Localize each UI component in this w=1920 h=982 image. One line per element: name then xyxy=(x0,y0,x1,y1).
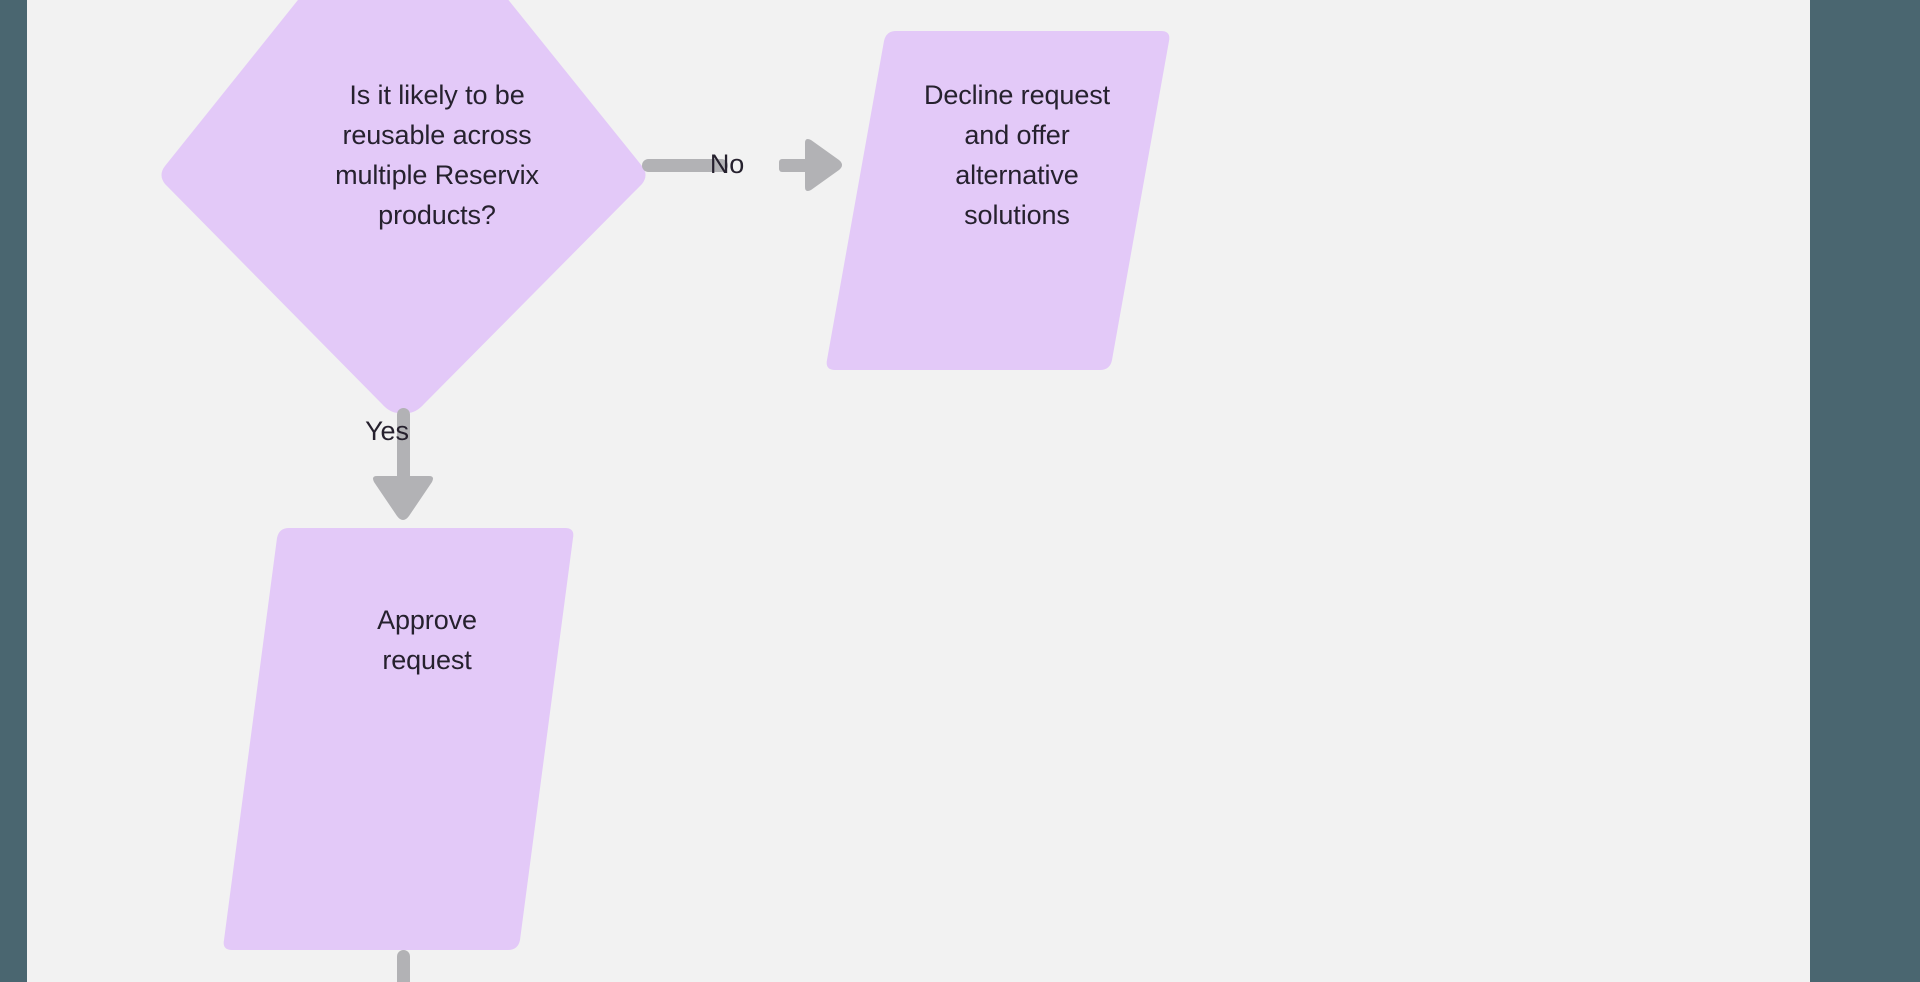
edge-no-label: No xyxy=(709,149,745,179)
node-approve-request-shape[interactable] xyxy=(223,528,574,950)
edge-yes-arrow xyxy=(373,462,433,520)
edge-approve-out-line xyxy=(397,950,410,982)
window-chrome-right xyxy=(1810,0,1920,982)
flowchart-canvas[interactable]: Is it likely to be reusable across multi… xyxy=(27,0,1810,982)
edge-no-line xyxy=(642,159,728,172)
node-decision-reusable-shape[interactable] xyxy=(161,0,646,413)
flowchart-svg xyxy=(161,0,1170,982)
edge-no-arrow xyxy=(779,139,842,191)
edge-yes-label: Yes xyxy=(365,416,409,446)
window-chrome-left xyxy=(0,0,27,982)
node-decline-request-shape[interactable] xyxy=(826,31,1170,370)
